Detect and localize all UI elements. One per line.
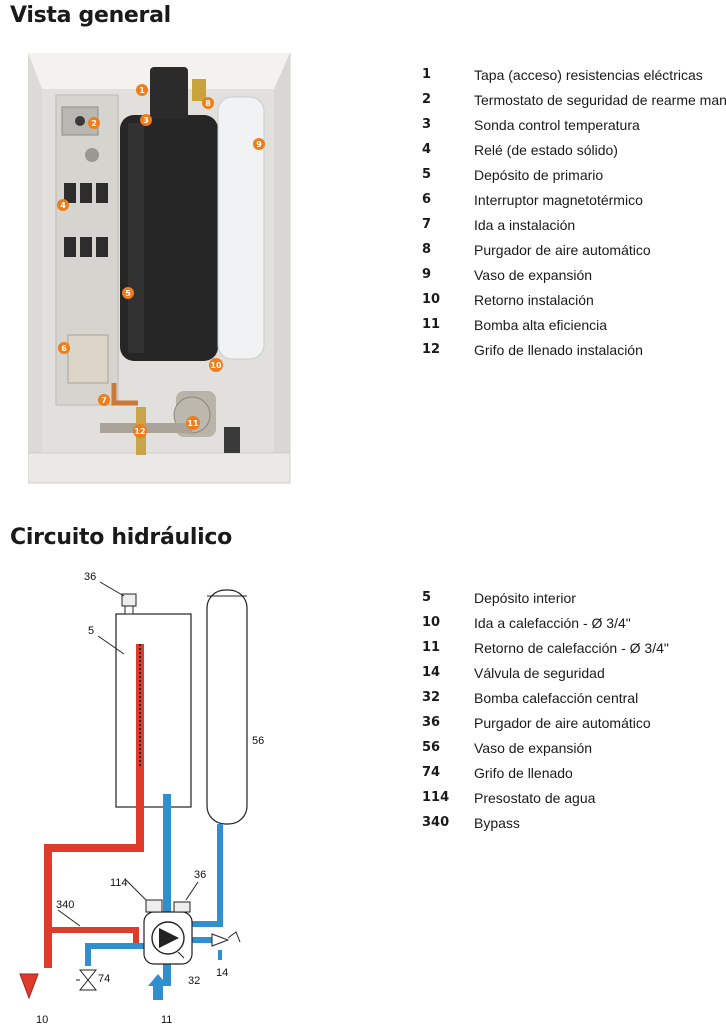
badge-3: 3 bbox=[140, 114, 152, 126]
section-title-vista-general: Vista general bbox=[10, 3, 171, 28]
badge-12: 12 bbox=[133, 424, 147, 438]
svg-text:11: 11 bbox=[187, 419, 199, 428]
svg-text:1: 1 bbox=[139, 86, 145, 95]
label-11: 11 bbox=[161, 1014, 172, 1026]
label-74: 74 bbox=[98, 973, 110, 985]
svg-text:7: 7 bbox=[101, 396, 107, 405]
svg-text:2: 2 bbox=[91, 119, 97, 128]
badge-6: 6 bbox=[58, 342, 70, 354]
label-5: 5 bbox=[88, 625, 94, 637]
section-title-circuito-hidraulico: Circuito hidráulico bbox=[10, 525, 232, 550]
svg-text:9: 9 bbox=[256, 140, 262, 149]
badge-11: 11 bbox=[186, 416, 200, 430]
badge-8: 8 bbox=[202, 97, 214, 109]
label-14: 14 bbox=[216, 967, 228, 979]
svg-text:3: 3 bbox=[143, 116, 149, 125]
relay-blocks bbox=[64, 183, 108, 257]
label-56: 56 bbox=[252, 735, 264, 747]
label-10: 10 bbox=[36, 1014, 48, 1026]
svg-text:12: 12 bbox=[134, 427, 145, 436]
label-36-top: 36 bbox=[84, 571, 96, 583]
label-340: 340 bbox=[56, 899, 74, 911]
svg-text:6: 6 bbox=[61, 344, 67, 353]
label-114: 114 bbox=[110, 877, 128, 889]
svg-text:5: 5 bbox=[125, 289, 131, 298]
svg-text:10: 10 bbox=[210, 361, 222, 370]
badge-9: 9 bbox=[253, 138, 265, 150]
boiler-photo: 1 2 3 4 5 6 7 8 9 10 11 12 bbox=[28, 53, 291, 484]
badge-1: 1 bbox=[136, 84, 148, 96]
badge-2: 2 bbox=[88, 117, 100, 129]
label-36-pump: 36 bbox=[194, 869, 206, 881]
badge-7: 7 bbox=[98, 394, 110, 406]
label-32: 32 bbox=[188, 975, 200, 987]
hydraulic-diagram: 36 5 56 114 36 340 74 14 32 10 11 bbox=[19, 571, 264, 1026]
svg-text:8: 8 bbox=[205, 99, 211, 108]
svg-text:4: 4 bbox=[60, 201, 66, 210]
badge-4: 4 bbox=[57, 199, 69, 211]
photo-badges: 1 2 3 4 5 6 7 8 9 10 11 12 bbox=[57, 84, 265, 438]
badge-10: 10 bbox=[209, 358, 223, 372]
badge-5: 5 bbox=[122, 287, 134, 299]
